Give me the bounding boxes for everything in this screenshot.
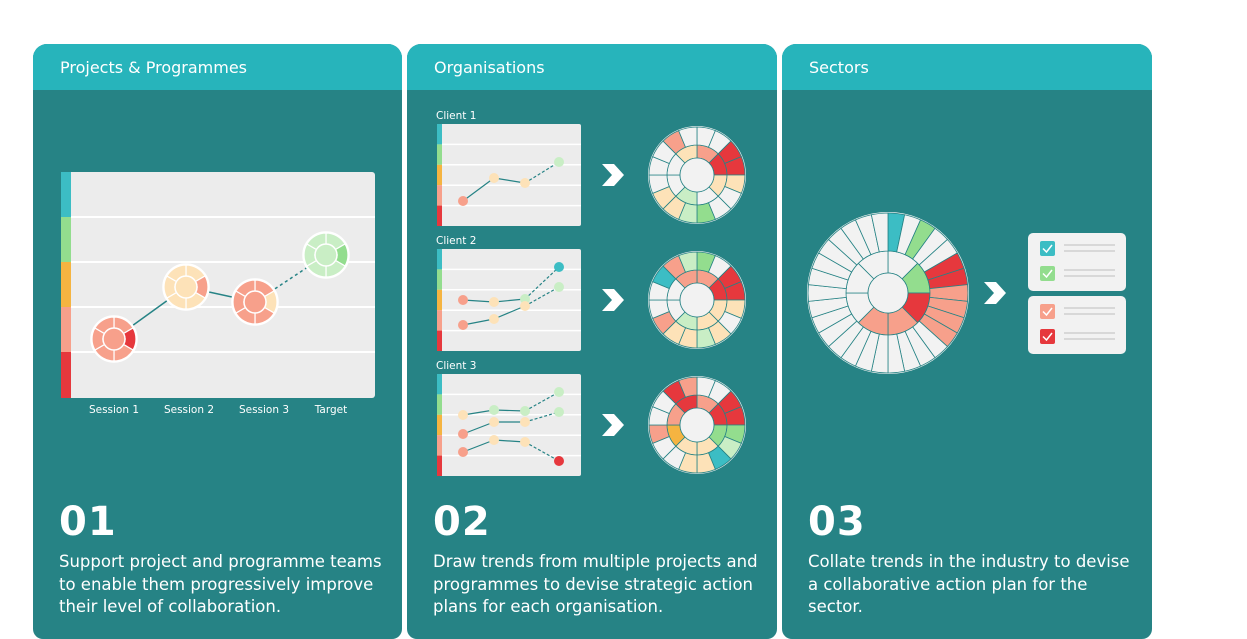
chart-point <box>489 314 499 324</box>
chart-point <box>489 173 499 183</box>
arrow-icon <box>602 164 624 186</box>
panel-header: Sectors <box>782 44 1152 90</box>
panel-title: Organisations <box>434 58 545 77</box>
chart-point <box>520 406 530 416</box>
chart-point <box>520 417 530 427</box>
checklist-card <box>1028 233 1126 291</box>
sectors-graphic <box>807 212 1126 374</box>
checkbox-icon <box>1040 329 1055 344</box>
chart-point <box>554 456 564 466</box>
panel-title: Sectors <box>809 58 869 77</box>
session-3-marker <box>231 278 279 326</box>
client-2-wheel <box>648 251 746 349</box>
arrow-icon <box>602 289 624 311</box>
x-label-target: Target <box>314 404 347 416</box>
x-label-session-3: Session 3 <box>239 404 289 416</box>
chart-point <box>520 294 530 304</box>
arrow-icon <box>602 414 624 436</box>
chart-background <box>61 172 375 398</box>
client-1-trend-chart <box>437 124 581 226</box>
panel-header: Organisations <box>407 44 777 90</box>
chart-point <box>554 407 564 417</box>
level-bar-salmon <box>61 307 71 352</box>
level-bar-teal <box>61 172 71 217</box>
client-3-trend-chart <box>437 374 581 476</box>
chart-point <box>458 410 468 420</box>
step-number: 01 <box>59 499 117 545</box>
chart-point <box>554 157 564 167</box>
chart-point <box>489 405 499 415</box>
chart-point <box>554 282 564 292</box>
step-description: Support project and programme teams to e… <box>59 552 382 616</box>
client-1-wheel <box>648 126 746 224</box>
x-label-session-1: Session 1 <box>89 404 139 416</box>
level-bar-orange <box>61 262 71 307</box>
panel-organisations: Organisations Client 1 Client 2 Client 3… <box>407 44 777 639</box>
chart-point <box>458 196 468 206</box>
chart-point <box>489 435 499 445</box>
chart-point <box>520 178 530 188</box>
session-1-marker <box>90 315 138 363</box>
target-marker <box>302 231 350 279</box>
session-2-marker <box>162 263 210 311</box>
sector-wheel <box>807 212 969 374</box>
chart-point <box>458 429 468 439</box>
client-1-label: Client 1 <box>436 110 476 122</box>
step-description: Collate trends in the industry to devise… <box>808 552 1130 616</box>
chart-point <box>489 297 499 307</box>
level-bar-red <box>61 352 71 398</box>
chart-point <box>489 417 499 427</box>
x-label-session-2: Session 2 <box>164 404 214 416</box>
arrow-icon <box>984 282 1006 304</box>
step-number: 02 <box>433 499 491 545</box>
panel-title: Projects & Programmes <box>60 58 247 77</box>
client-2-label: Client 2 <box>436 235 476 247</box>
chart-point <box>520 301 530 311</box>
chart-point <box>520 437 530 447</box>
chart-point <box>458 447 468 457</box>
client-2-trend-chart <box>437 249 581 351</box>
step-description: Draw trends from multiple projects and p… <box>433 552 758 616</box>
checkbox-icon <box>1040 304 1055 319</box>
chart-point <box>458 295 468 305</box>
chart-point <box>458 320 468 330</box>
checklist-card <box>1028 296 1126 354</box>
organisations-graphic: Client 1 Client 2 Client 3 <box>436 110 746 476</box>
chart-point <box>554 387 564 397</box>
sessions-chart: Session 1 Session 2 Session 3 Target <box>61 172 375 416</box>
level-bar-green <box>61 217 71 262</box>
panel-header: Projects & Programmes <box>33 44 402 90</box>
chart-point <box>554 262 564 272</box>
step-number: 03 <box>808 499 866 545</box>
checkbox-icon <box>1040 241 1055 256</box>
client-3-label: Client 3 <box>436 360 476 372</box>
client-3-wheel <box>648 376 746 474</box>
checkbox-icon <box>1040 266 1055 281</box>
panel-projects-programmes: Projects & Programmes Session 1 Session … <box>33 44 402 639</box>
panel-sectors: Sectors 03 Collate trends in the industr… <box>782 44 1152 639</box>
